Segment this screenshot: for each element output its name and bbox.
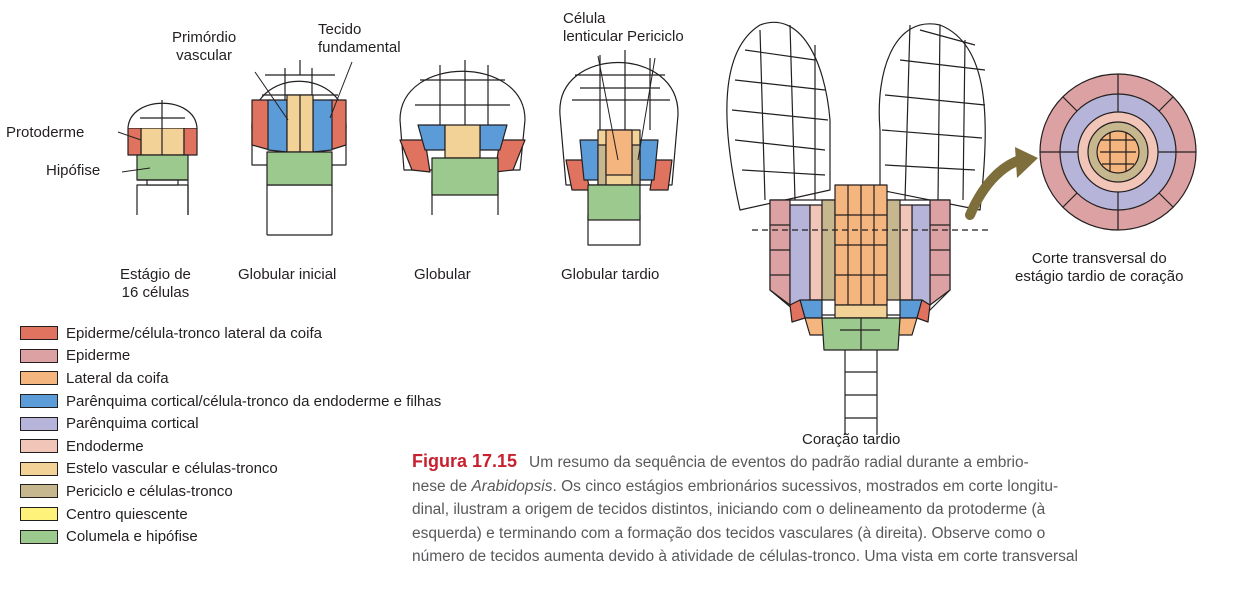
legend-swatch xyxy=(20,371,58,386)
cross-section xyxy=(1039,73,1197,231)
legend-item: Epiderme/célula-tronco lateral da coifa xyxy=(20,322,441,345)
embryo-late-heart xyxy=(726,21,986,435)
caption-line: nese de Arabidopsis. Os cinco estágios e… xyxy=(412,477,1059,495)
legend-label: Endoderme xyxy=(66,437,144,455)
legend-label: Parênquima cortical xyxy=(66,415,199,433)
embryo-early-globular xyxy=(251,60,347,236)
label-celula-lenticular: Célula lenticular xyxy=(563,10,624,45)
legend-swatch xyxy=(20,484,58,499)
legend-swatch xyxy=(20,394,58,409)
legend-label: Epiderme/célula-tronco lateral da coifa xyxy=(66,324,322,342)
embryo-16-cell xyxy=(127,100,198,215)
legend-label: Epiderme xyxy=(66,347,131,365)
caption-line: número de tecidos aumenta devido à ativi… xyxy=(412,548,1078,565)
stage-label-late-heart: Coração tardio xyxy=(802,431,901,448)
figure-number: Figura 17.15 xyxy=(412,451,518,471)
legend-item: Epiderme xyxy=(20,345,441,368)
legend-label: Columela e hipófise xyxy=(66,528,198,546)
legend-item: Endoderme xyxy=(20,435,441,458)
legend-item: Periciclo e células-tronco xyxy=(20,480,441,503)
legend-swatch xyxy=(20,507,58,522)
label-primordio-vascular: Primórdio vascular xyxy=(172,29,237,64)
legend-item: Estelo vascular e células-tronco xyxy=(20,458,441,481)
label-cross-section: Corte transversal do estágio tardio de c… xyxy=(1015,250,1184,285)
caption-italic: Arabidopsis xyxy=(471,477,553,495)
legend-item: Parênquima cortical/célula-tronco da end… xyxy=(20,390,441,413)
figure-caption: Figura 17.15 Um resumo da sequência de ev… xyxy=(412,450,1249,569)
embryo-globular xyxy=(399,60,526,215)
stage-label-16-cells: Estágio de 16 células xyxy=(120,266,191,301)
legend-swatch xyxy=(20,326,58,341)
legend-label: Centro quiescente xyxy=(66,505,188,523)
label-protoderme: Protoderme xyxy=(6,124,85,141)
label-periciclo: Periciclo xyxy=(627,28,684,45)
legend-label: Parênquima cortical/célula-tronco da end… xyxy=(66,392,442,410)
stage-label-globular: Globular xyxy=(414,266,471,283)
embryo-late-globular xyxy=(559,50,679,246)
legend-item: Columela e hipófise xyxy=(20,525,441,548)
curved-arrow-icon xyxy=(965,147,1038,220)
label-tecido-fundamental: Tecido fundamental xyxy=(318,21,401,56)
legend-swatch xyxy=(20,416,58,431)
legend-swatch xyxy=(20,529,58,544)
label-hipofise: Hipófise xyxy=(46,162,101,179)
caption-line: Um resumo da sequência de eventos do pad… xyxy=(529,454,1029,471)
legend-label: Estelo vascular e células-tronco xyxy=(66,460,278,478)
legend-item: Parênquima cortical xyxy=(20,412,441,435)
legend-swatch xyxy=(20,348,58,363)
stage-label-late-globular: Globular tardio xyxy=(561,266,660,283)
caption-line: dinal, ilustram a origem de tecidos dist… xyxy=(412,501,1046,518)
leader-lines xyxy=(117,55,656,173)
legend-item: Lateral da coifa xyxy=(20,367,441,390)
legend-item: Centro quiescente xyxy=(20,503,441,526)
legend-swatch xyxy=(20,461,58,476)
legend-label: Lateral da coifa xyxy=(66,369,169,387)
stage-label-early-globular: Globular inicial xyxy=(238,266,337,283)
legend-swatch xyxy=(20,439,58,454)
legend-label: Periciclo e células-tronco xyxy=(66,482,233,500)
caption-line: esquerda) e terminando com a formação do… xyxy=(412,524,1046,542)
